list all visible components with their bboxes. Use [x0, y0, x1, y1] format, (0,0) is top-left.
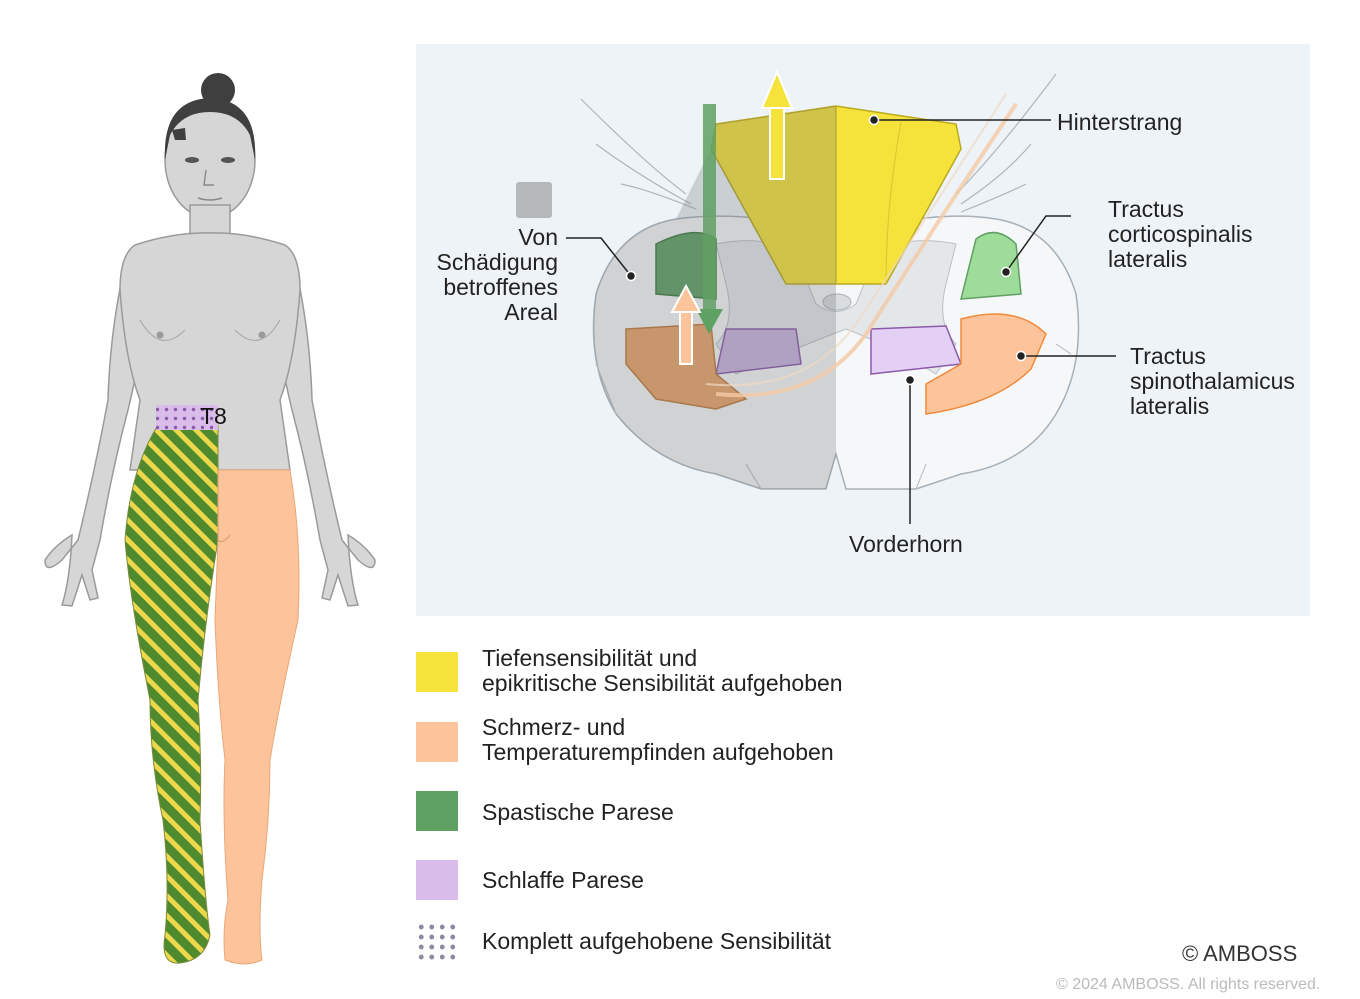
ascending-arrow-yellow [760, 69, 794, 180]
label-damaged-area: Von Schädigung betroffenes Areal [436, 224, 559, 325]
descending-arrow-green [696, 104, 723, 334]
tractus-spinothalamicus-left [625, 323, 748, 410]
vorderhorn-left [715, 328, 802, 375]
copyright-notice: © 2024 AMBOSS. All rights reserved. [1056, 976, 1321, 993]
green-swatch [416, 791, 458, 831]
head [164, 73, 256, 219]
label-hinterstrang: Hinterstrang [1057, 109, 1183, 135]
label-vorderhorn: Vorderhorn [849, 531, 963, 557]
legend-label: Komplett aufgehobene Sensibilität [482, 928, 832, 954]
dotted-swatch [416, 922, 458, 962]
arms [44, 263, 376, 607]
legend-item [416, 791, 458, 831]
legend-item [416, 860, 458, 900]
legend-label: Spastische Parese [482, 799, 674, 825]
legend-label: Schmerz- und Temperaturempfinden aufgeho… [482, 714, 834, 765]
leg-orange [214, 469, 300, 965]
tractus-corticospinalis-right [960, 231, 1022, 300]
yellow-swatch [416, 652, 458, 692]
brand-mark: © AMBOSS [1182, 941, 1298, 966]
spinal-cord-diagram [516, 69, 1116, 524]
purple-swatch [416, 860, 458, 900]
legend-label: Tiefensensibilität und epikritische Sens… [482, 645, 843, 696]
leg-striped [124, 424, 219, 964]
legend-item [416, 722, 458, 762]
ascending-arrow-orange [670, 283, 702, 365]
label-tractus-spinothalamicus: Tractus spinothalamicus lateralis [1130, 343, 1295, 419]
label-tractus-corticospinalis: Tractus corticospinalis lateralis [1108, 196, 1253, 272]
damaged-area-swatch [516, 182, 552, 218]
legend-label: Schlaffe Parese [482, 867, 644, 893]
tractus-spinothalamicus-right [925, 313, 1047, 415]
t8-band [156, 405, 218, 430]
body-figure [44, 73, 376, 965]
orange-swatch [416, 722, 458, 762]
legend-item [416, 922, 458, 962]
legend-item [416, 652, 458, 692]
dermatome-label: T8 [200, 403, 227, 429]
